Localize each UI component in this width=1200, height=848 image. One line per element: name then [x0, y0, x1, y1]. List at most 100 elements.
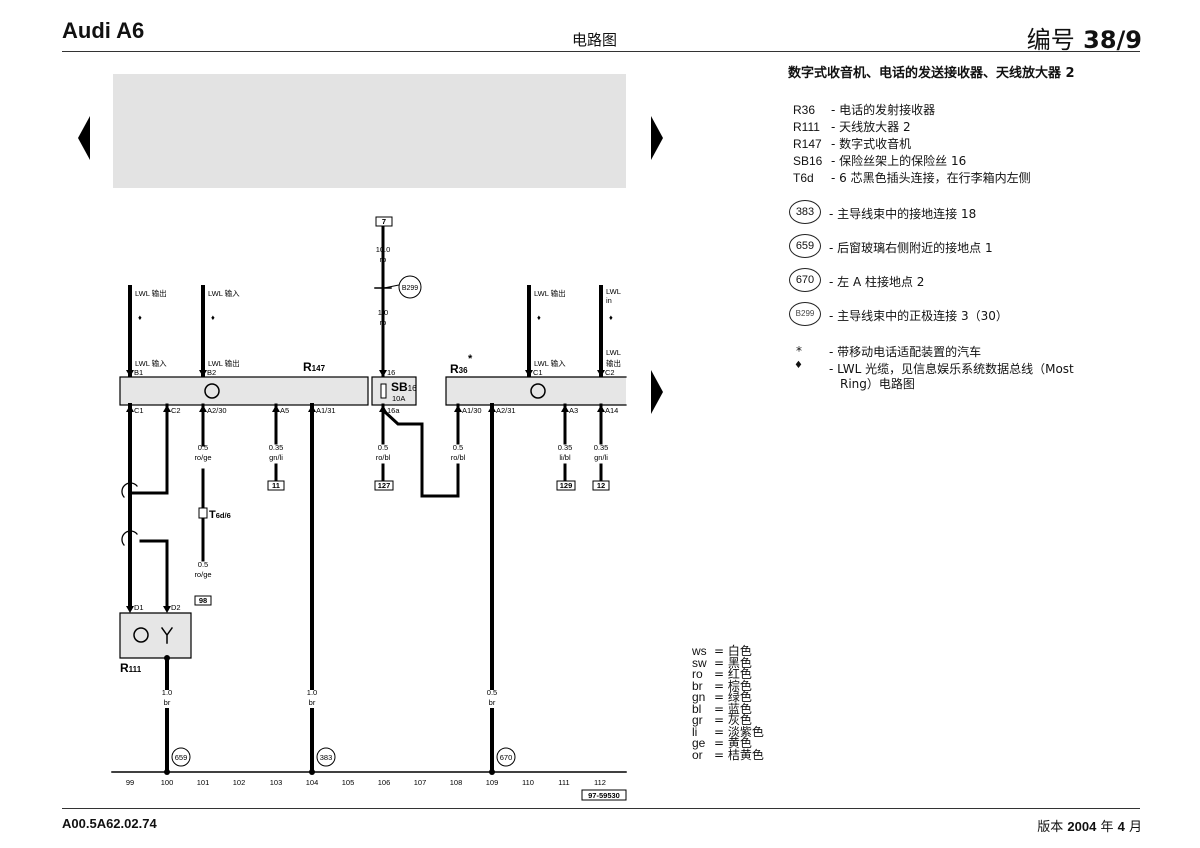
- note-text: - 带移动电话适配装置的汽车: [829, 345, 982, 359]
- positive-connection-icon: B299: [789, 302, 821, 326]
- version-info: 版本 2004 年 4 月: [1037, 819, 1142, 835]
- ruler-number: 101: [197, 778, 210, 787]
- wire-color: br: [164, 698, 171, 707]
- ruler-number: 111: [558, 778, 569, 787]
- ground-point-label: 670: [500, 753, 513, 762]
- wire-color-legend: ws= 白色 sw= 黑色 ro= 红色 br= 棕色 gn= 绿色 bl= 蓝…: [692, 644, 764, 762]
- lwl-label: LWL 输入: [208, 288, 240, 298]
- connection-point-label: B299: [402, 285, 418, 292]
- lwl-label: LWL 输出: [135, 288, 167, 298]
- legend-item: R36- 电话的发射接收器: [793, 103, 936, 117]
- legend-item: R111- 天线放大器 2: [793, 120, 911, 134]
- color-code-row: or= 桔黄色: [692, 747, 764, 762]
- wire-gauge: 0.35: [269, 443, 284, 452]
- lwl-label: LWL 输出: [534, 288, 566, 298]
- pin-label: A2/31: [496, 406, 516, 415]
- wire-color: ro: [380, 255, 387, 264]
- wire-color: br: [489, 698, 496, 707]
- wire-gauge: 0.5: [487, 688, 497, 697]
- model-title: Audi A6: [62, 18, 145, 43]
- pin-label: 16a: [387, 406, 400, 415]
- legend-item: R147- 数字式收音机: [793, 137, 912, 151]
- wire-color: gn/li: [269, 453, 283, 462]
- pin-label: 16: [387, 368, 395, 377]
- pin-label: C2: [605, 368, 615, 377]
- ruler-number: 105: [342, 778, 355, 787]
- color-code-row: gr= 灰色: [692, 713, 752, 727]
- lwl-label: LWL 输入: [135, 358, 167, 368]
- color-code-row: br= 棕色: [692, 678, 752, 693]
- ruler-number: 107: [414, 778, 427, 787]
- color-code-row: ws= 白色: [692, 644, 752, 658]
- pin-label: B2: [207, 368, 216, 377]
- wire-gauge: 0.5: [198, 560, 208, 569]
- wire-gauge: 0.35: [594, 443, 609, 452]
- legend-title: 数字式收音机、电话的发送接收器、天线放大器 2: [788, 66, 1075, 81]
- ruler-number: 108: [450, 778, 463, 787]
- lwl-diamond-icon: ♦: [211, 313, 215, 322]
- number-value: 38/9: [1083, 26, 1142, 54]
- ruler-number: 112: [594, 778, 606, 787]
- color-code-row: gn= 绿色: [692, 690, 752, 704]
- pin-label: C1: [533, 368, 543, 377]
- legend-connection-desc: - 左 A 柱接地点 2: [829, 275, 925, 289]
- pin-label: A1/30: [462, 406, 482, 415]
- wire-gauge: 1.0: [162, 688, 172, 697]
- color-code-row: bl= 蓝色: [692, 701, 752, 716]
- note-symbol: ♦: [794, 360, 803, 371]
- continuation-arrow-icon[interactable]: [651, 370, 663, 414]
- ruler-number: 109: [486, 778, 499, 787]
- lwl-label: in: [606, 296, 612, 305]
- lwl-label: LWL 输入: [534, 358, 566, 368]
- wire-color: ro/bl: [451, 453, 466, 462]
- wire-gauge: 1.0: [307, 688, 317, 697]
- reference-number: 7: [382, 217, 386, 226]
- wire-gauge: 0.5: [378, 443, 388, 452]
- ruler-number: 102: [233, 778, 246, 787]
- color-code-row: li= 淡紫色: [692, 724, 764, 739]
- pin-label: A2/30: [207, 406, 227, 415]
- ground-connection-icon: 383: [789, 200, 821, 224]
- next-page-arrow-icon[interactable]: [651, 116, 663, 160]
- pin-label: A5: [280, 406, 289, 415]
- wire-gauge: 0.5: [198, 443, 208, 452]
- wire-gauge: 10.0: [376, 245, 391, 254]
- legend-item: T6d- 6 芯黑色插头连接，在行李箱内左侧: [793, 171, 1031, 185]
- ruler-number: 100: [161, 778, 174, 787]
- lwl-diamond-icon: ♦: [609, 313, 613, 322]
- wire-color: ro: [380, 318, 387, 327]
- ruler-number: 99: [126, 778, 134, 787]
- fuse-label-sb16: SB16: [391, 380, 417, 394]
- wire-gauge: 0.35: [558, 443, 573, 452]
- pin-label: C2: [171, 406, 181, 415]
- diagram-placeholder-panel: [113, 74, 626, 188]
- pin-label: A3: [569, 406, 578, 415]
- reference-number: 98: [199, 596, 207, 605]
- lwl-label: LWL 输出: [208, 358, 240, 368]
- reference-number: 11: [272, 481, 280, 490]
- pin-label: D2: [171, 603, 181, 612]
- previous-page-arrow-icon[interactable]: [78, 116, 90, 160]
- wire-color: ro/bl: [376, 453, 391, 462]
- reference-number: 127: [378, 481, 391, 490]
- wire-color: ro/ge: [194, 453, 211, 462]
- ruler-number: 103: [270, 778, 283, 787]
- wire-color: gn/li: [594, 453, 608, 462]
- document-code: A00.5A62.02.74: [62, 816, 157, 831]
- figure-code: 97-59530: [588, 791, 620, 800]
- reference-number: 12: [597, 481, 605, 490]
- r36-star-note: *: [468, 353, 473, 365]
- fuse-rating: 10A: [392, 394, 405, 403]
- pin-label: A14: [605, 406, 618, 415]
- connector-label-t6d: T6d/6: [209, 509, 231, 521]
- color-code-row: ro= 红色: [692, 667, 752, 681]
- ground-point-label: 383: [320, 753, 333, 762]
- component-label-r36: R36: [450, 362, 468, 376]
- number-label: 编号: [1026, 26, 1075, 54]
- reference-number: 129: [560, 481, 573, 490]
- color-code-row: sw= 黑色: [692, 655, 752, 670]
- document-number: 编号 38/9: [1027, 20, 1142, 55]
- note-text: - LWL 光缆，见信息娱乐系统数据总线（Most: [829, 362, 1074, 376]
- wire-color: li/bl: [559, 453, 571, 462]
- legend-connection-desc: - 主导线束中的接地连接 18: [829, 207, 977, 221]
